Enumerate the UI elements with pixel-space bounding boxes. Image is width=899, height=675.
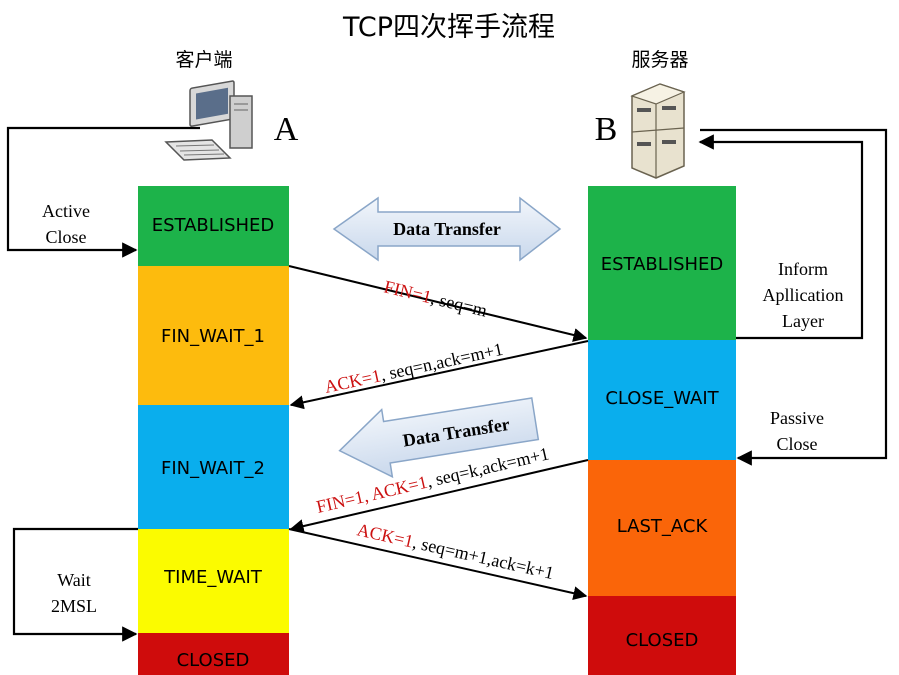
- inform-label: Layer: [782, 311, 824, 331]
- client-state-fin-wait-1: [138, 266, 289, 405]
- diagram-title: TCP四次挥手流程: [342, 12, 555, 43]
- client-state-label: FIN_WAIT_1: [161, 326, 265, 347]
- server-letter: B: [595, 111, 618, 148]
- active-close-arrow: [6, 126, 200, 258]
- client-state-label: ESTABLISHED: [152, 215, 275, 236]
- svg-text:ACK=1, seq=n,ack=m+1: ACK=1, seq=n,ack=m+1: [323, 339, 505, 397]
- client-state-label: FIN_WAIT_2: [161, 458, 265, 479]
- passive-close-label: Passive: [770, 408, 824, 428]
- message-fields: , seq=n,ack=m+1: [378, 339, 504, 385]
- server-state-label: CLOSED: [626, 630, 699, 651]
- message-fin-1: FIN=1, seq=m: [288, 265, 588, 342]
- message-fields: , seq=m+1,ack=k+1: [411, 532, 556, 583]
- active-close-label: Close: [45, 227, 86, 247]
- server-state-established: [588, 186, 736, 340]
- server-state-column: ESTABLISHED CLOSE_WAIT LAST_ACK CLOSED: [588, 186, 736, 675]
- active-close-label: Active: [42, 201, 90, 221]
- client-state-column: ESTABLISHED FIN_WAIT_1 FIN_WAIT_2 TIME_W…: [138, 186, 289, 675]
- server-label: 服务器: [631, 49, 688, 71]
- server-state-label: LAST_ACK: [617, 516, 709, 537]
- server-state-last-ack: [588, 460, 736, 596]
- message-fields: , seq=m: [429, 288, 489, 321]
- svg-text:FIN=1, seq=m: FIN=1, seq=m: [382, 276, 489, 320]
- server-state-label: CLOSE_WAIT: [605, 388, 719, 409]
- inform-label: Inform: [778, 259, 828, 279]
- message-ack-final: ACK=1, seq=m+1,ack=k+1: [288, 519, 588, 601]
- wait-2msl-arrow: [12, 527, 138, 642]
- client-letter: A: [274, 111, 299, 148]
- client-state-closed: [138, 633, 289, 675]
- server-icon: [630, 83, 686, 179]
- client-state-fin-wait-2: [138, 405, 289, 529]
- wait-2msl-label: 2MSL: [51, 596, 97, 616]
- client-state-label: CLOSED: [177, 650, 250, 671]
- message-fin-ack: FIN=1, ACK=1, seq=k,ack=m+1: [289, 443, 589, 533]
- client-state-label: TIME_WAIT: [163, 567, 263, 588]
- wait-2msl-label: Wait: [57, 570, 91, 590]
- message-flag: FIN=1: [382, 276, 434, 307]
- server-state-closed: [588, 596, 736, 675]
- computer-icon: [164, 80, 253, 161]
- data-transfer-double-arrow: Data Transfer: [332, 196, 562, 262]
- inform-application-arrow: [698, 128, 888, 466]
- client-state-established: [138, 186, 289, 266]
- data-transfer-label: Data Transfer: [393, 219, 501, 239]
- client-label: 客户端: [175, 49, 232, 71]
- passive-close-label: Close: [776, 434, 817, 454]
- message-ack-1: ACK=1, seq=n,ack=m+1: [289, 339, 589, 410]
- server-state-label: ESTABLISHED: [601, 254, 724, 275]
- server-state-close-wait: [588, 340, 736, 460]
- inform-label: Apllication: [763, 285, 844, 305]
- client-state-time-wait: [138, 529, 289, 633]
- data-transfer-left-arrow: Data Transfer: [338, 397, 540, 479]
